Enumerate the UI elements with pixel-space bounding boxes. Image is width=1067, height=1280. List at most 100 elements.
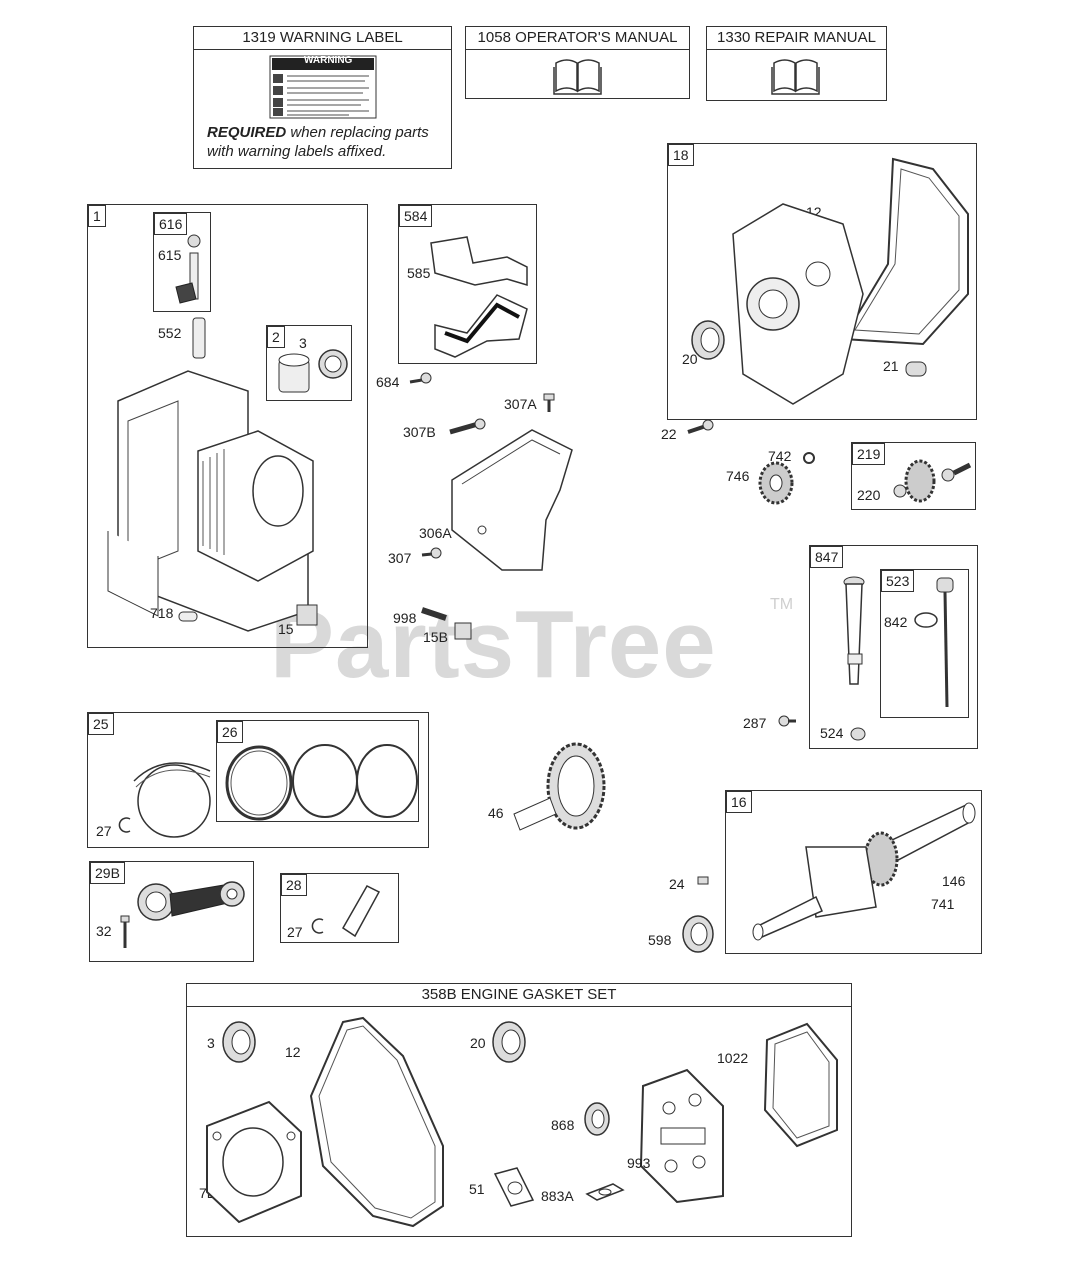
shroud-part [451, 429, 573, 571]
watermark: PartsTree [270, 591, 717, 698]
connecting-rod-part [137, 881, 245, 921]
label-306A: 306A [419, 525, 452, 541]
label-524: 524 [820, 725, 844, 741]
crankcase-cover-box[interactable]: 18 12 20 21 [667, 143, 977, 420]
tag-28: 28 [281, 874, 307, 896]
tag-219: 219 [852, 443, 886, 465]
cylinder-block-box[interactable]: 1 616 615 552 2 3 718 15 [87, 204, 368, 648]
piston-pin-part [342, 885, 381, 938]
label-287: 287 [743, 715, 767, 731]
tag-584: 584 [399, 205, 433, 227]
label-24: 24 [669, 876, 685, 892]
key-24 [697, 876, 709, 885]
tag-847: 847 [810, 546, 844, 568]
label-51: 51 [469, 1181, 485, 1197]
governor-part [893, 459, 972, 503]
seal-20 [492, 1021, 526, 1063]
piston-rings-part [225, 744, 418, 821]
label-741: 741 [931, 896, 955, 912]
label-742: 742 [768, 448, 792, 464]
dipstick-box[interactable]: 523 842 [880, 569, 969, 718]
ring-set-box[interactable]: 26 [216, 720, 419, 822]
label-868: 868 [551, 1117, 575, 1133]
label-15B: 15B [423, 629, 448, 645]
gear-746 [758, 461, 794, 505]
label-20-gasket: 20 [470, 1035, 486, 1051]
tag-18: 18 [668, 144, 694, 166]
label-684: 684 [376, 374, 400, 390]
label-883A: 883A [541, 1188, 574, 1204]
tag-26: 26 [217, 721, 243, 743]
stud-998 [421, 607, 447, 621]
bolt-32 [120, 915, 130, 948]
label-12-gasket: 12 [285, 1044, 301, 1060]
bolt-22 [687, 419, 714, 434]
label-598: 598 [648, 932, 672, 948]
bearing-kit-box[interactable]: 2 [266, 325, 352, 401]
repair-manual-header: 1330 REPAIR MANUAL [707, 27, 886, 50]
tag-616: 616 [154, 213, 188, 235]
gasket-set-header: 358B ENGINE GASKET SET [187, 984, 851, 1007]
gasket-12 [309, 1016, 444, 1228]
tag-25: 25 [88, 713, 114, 735]
operators-manual-box[interactable]: 1058 OPERATOR'S MANUAL [465, 26, 690, 99]
governor-gear-box[interactable]: 219 220 [851, 442, 976, 510]
dipstick-tube-box[interactable]: 847 523 842 [809, 545, 978, 749]
repair-manual-box[interactable]: 1330 REPAIR MANUAL [706, 26, 887, 101]
tag-1: 1 [88, 205, 106, 227]
label-3: 3 [299, 335, 307, 351]
warning-label-box[interactable]: 1319 WARNING LABEL WARNING REQUIRED when… [193, 26, 452, 169]
grommet-524 [850, 727, 866, 741]
dipstick-tube-part [843, 576, 865, 685]
bearing-part [278, 349, 348, 393]
crankshaft-part [752, 802, 976, 941]
valve-guide-kit-box[interactable]: 616 [153, 212, 211, 312]
cover-part [732, 157, 969, 405]
gasket-51 [493, 1167, 535, 1207]
nut-15B [454, 622, 472, 640]
seal-3 [222, 1021, 256, 1063]
warning-note-line1: when replacing parts [286, 124, 429, 141]
warning-sticker-title: WARNING [304, 55, 353, 66]
breather-box[interactable]: 584 585 [398, 204, 537, 364]
warning-note: REQUIRED when replacing parts with warni… [207, 123, 429, 161]
label-46: 46 [488, 805, 504, 821]
piston-pin-box[interactable]: 28 27 [280, 873, 399, 943]
fitting-part [905, 361, 927, 377]
tag-29B: 29B [90, 862, 125, 884]
gasket-883A [585, 1183, 625, 1201]
dowel-part [178, 611, 198, 622]
screw-287 [778, 715, 796, 727]
book-icon [771, 59, 820, 95]
label-3-gasket: 3 [207, 1035, 215, 1051]
book-icon [553, 59, 602, 95]
label-146: 146 [942, 873, 966, 889]
head-gasket-7B [206, 1100, 302, 1224]
label-998: 998 [393, 610, 417, 626]
label-746: 746 [726, 468, 750, 484]
dipstick-part [936, 577, 954, 708]
label-27-pin: 27 [287, 924, 303, 940]
bolt-307B [449, 418, 486, 435]
seal-part [691, 320, 725, 360]
piston-box[interactable]: 25 27 26 [87, 712, 429, 848]
crankshaft-box[interactable]: 16 146 741 [725, 790, 982, 954]
label-1022: 1022 [717, 1050, 749, 1066]
gasket-set-box[interactable]: 358B ENGINE GASKET SET 3 12 20 1022 868 … [186, 983, 852, 1237]
connecting-rod-box[interactable]: 29B 32 [89, 861, 254, 962]
clip-27 [118, 817, 131, 833]
label-718: 718 [150, 605, 174, 621]
label-307B: 307B [403, 424, 436, 440]
label-552: 552 [158, 325, 182, 341]
piston-part [133, 762, 211, 838]
tag-523: 523 [881, 570, 915, 592]
label-20: 20 [682, 351, 698, 367]
screw-684 [409, 372, 432, 384]
washer-598 [682, 915, 714, 953]
camshaft-part [513, 742, 606, 831]
warning-note-bold: REQUIRED [207, 124, 287, 141]
label-27: 27 [96, 823, 112, 839]
label-993: 993 [627, 1155, 651, 1171]
warning-sticker-image [269, 55, 377, 119]
cylinder-block-part [107, 370, 314, 632]
